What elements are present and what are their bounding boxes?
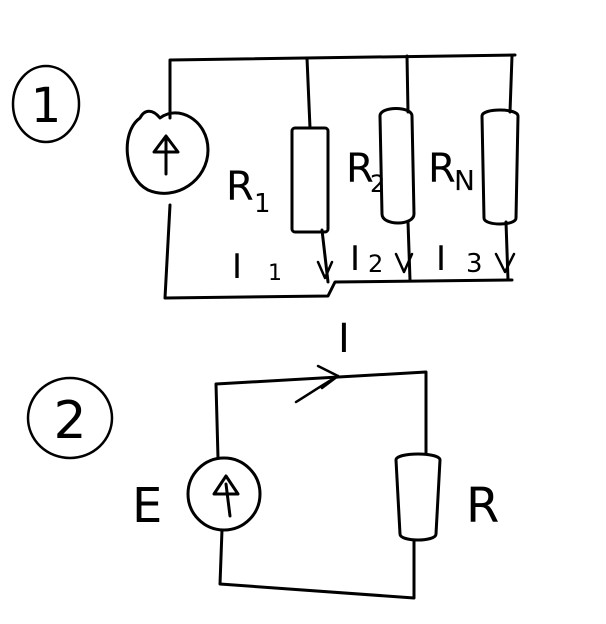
resistor-r1-letter: R [226, 164, 254, 210]
circuit-1-number-badge: 1 [11, 64, 81, 144]
circuit-2-number: 2 [53, 391, 86, 451]
resistor-r2-letter: R [346, 146, 374, 192]
current-arrow-i3 [494, 252, 516, 274]
up-arrow-icon [152, 134, 180, 176]
current-i-label: I [338, 316, 350, 362]
current-i2-sub: 2 [368, 250, 383, 278]
current-label-i1: I 1 [232, 247, 282, 287]
circuit-1-number: 1 [31, 78, 62, 134]
resistor-r1 [290, 126, 330, 234]
current-arrow-i [294, 364, 340, 404]
resistor-r [394, 452, 442, 542]
current-i3-letter: I [436, 239, 446, 279]
current-i2-letter: I [350, 239, 360, 279]
up-arrow-icon [212, 474, 240, 518]
circuit-1-current-source [125, 109, 210, 195]
current-i1-letter: I [232, 247, 242, 287]
resistor-label-r1: R 1 [226, 164, 271, 219]
emf-label: E [132, 478, 162, 534]
current-arrow-i1 [316, 260, 334, 280]
circuit-2-number-badge: 2 [26, 376, 114, 460]
resistor-label-rn: R N [428, 146, 475, 197]
circuit-2-emf-source [186, 456, 262, 532]
resistor-rn-letter: R [428, 146, 456, 192]
circuit-1-wires [163, 53, 517, 300]
current-label-i3: I 3 [436, 239, 483, 279]
resistor-r2-sub: 2 [370, 170, 385, 198]
resistor-rn-sub: N [454, 164, 475, 197]
circuit-1: 1 [11, 53, 520, 300]
resistor-r-label: R [466, 478, 499, 534]
current-i1-sub: 1 [268, 261, 282, 286]
resistor-rn [480, 108, 520, 226]
current-arrow-i2 [394, 252, 414, 274]
resistor-r2 [378, 107, 416, 225]
resistor-label-r2: R 2 [346, 146, 385, 198]
circuit-2: 2 E R I [26, 316, 499, 600]
resistor-r1-sub: 1 [254, 189, 271, 219]
current-i3-sub: 3 [466, 249, 483, 279]
circuit-2-wires [214, 370, 428, 600]
current-label-i2: I 2 [350, 239, 383, 279]
